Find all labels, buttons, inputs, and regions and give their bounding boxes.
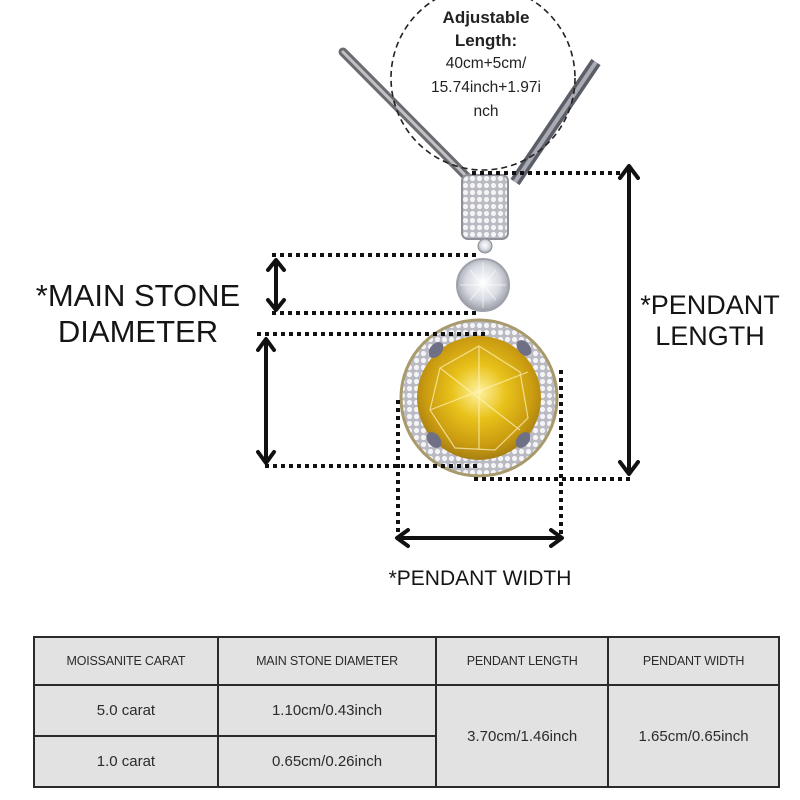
header-moissanite-carat: MOISSANITE CARAT <box>33 636 219 686</box>
table-row: 1.0 carat 0.65cm/0.26inch <box>33 735 779 788</box>
callout-value-line1: 40cm+5cm/ <box>445 55 527 72</box>
pendant-diagram <box>256 0 640 548</box>
main-stone-diameter-label: *MAIN STONE DIAMETER <box>18 278 258 350</box>
pendant-length-label-line2: LENGTH <box>655 321 765 352</box>
cell-pendant-length: 3.70cm/1.46inch <box>435 684 610 788</box>
header-pendant-length: PENDANT LENGTH <box>435 636 610 686</box>
cell-pendant-width: 1.65cm/0.65inch <box>607 684 780 788</box>
cell-carat: 5.0 carat <box>33 684 219 737</box>
pendant-length-label-line1: *PENDANT <box>640 290 780 320</box>
callout-title-line2: Length: <box>454 31 518 50</box>
cell-carat: 1.0 carat <box>33 735 219 788</box>
chain <box>338 47 601 187</box>
callout-value-line2: 15.74inch+1.97i <box>431 79 541 96</box>
adjustable-length-callout: Adjustable Length: 40cm+5cm/ 15.74inch+1… <box>388 0 584 124</box>
header-main-stone-diameter: MAIN STONE DIAMETER <box>216 636 438 686</box>
pendant-length-label: *PENDANT LENGTH <box>630 290 790 353</box>
callout-circle <box>390 0 576 171</box>
size-spec-table: MOISSANITE CARAT MAIN STONE DIAMETER PEN… <box>33 636 780 788</box>
table-row: 5.0 carat 1.10cm/0.43inch 3.70cm/1.46inc… <box>33 684 780 788</box>
callout-value-line3: nch <box>473 103 499 120</box>
main-stone-label-line2: DIAMETER <box>57 313 219 349</box>
bail <box>461 174 509 240</box>
pendant-width-label: *PENDANT WIDTH <box>388 567 572 590</box>
main-stone-label-line1: *MAIN STONE <box>35 278 241 313</box>
callout-title-line1: Adjustable <box>442 8 530 27</box>
cell-diameter: 0.65cm/0.26inch <box>216 735 438 788</box>
cell-diameter: 1.10cm/0.43inch <box>216 684 438 737</box>
header-pendant-width: PENDANT WIDTH <box>607 636 780 686</box>
table-header-row: MOISSANITE CARAT MAIN STONE DIAMETER PEN… <box>33 636 780 686</box>
